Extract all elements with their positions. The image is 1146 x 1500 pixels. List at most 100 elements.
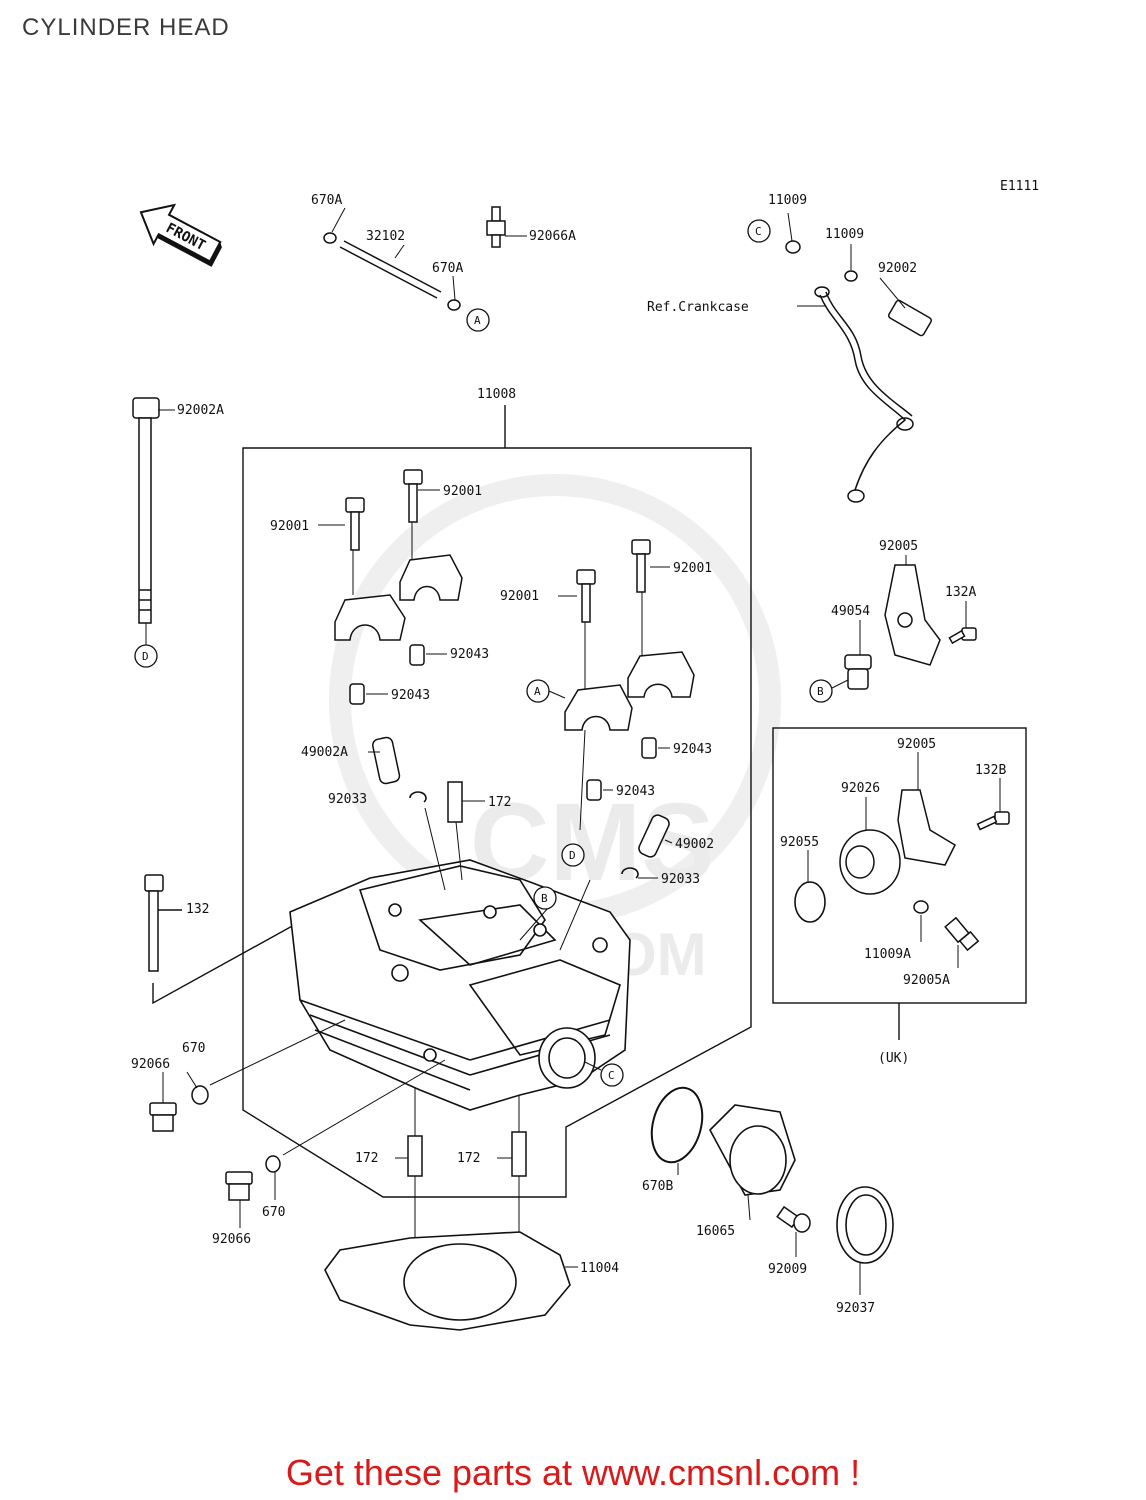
stud-172-top — [447, 781, 463, 823]
part-label: 92005 — [879, 539, 918, 554]
clip-92033-a — [409, 791, 427, 803]
part-label: 172 — [488, 795, 511, 810]
part-label: 11009A — [864, 947, 911, 962]
dowel-92043-d — [586, 779, 602, 801]
part-label: 11008 — [477, 387, 516, 402]
part-label: 92005 — [897, 737, 936, 752]
part-label: 92002A — [177, 403, 224, 418]
stud-172-right — [511, 1131, 527, 1177]
ref-c-top: C — [755, 225, 762, 238]
part-label: 92009 — [768, 1262, 807, 1277]
part-label: Ref.Crankcase — [647, 300, 749, 315]
fitting-92005A — [944, 916, 980, 952]
oring-670-lower — [265, 1155, 281, 1173]
oil-pipe-32102 — [323, 232, 461, 311]
part-label: 11009 — [768, 193, 807, 208]
part-label: 92033 — [661, 872, 700, 887]
part-label: 32102 — [366, 229, 405, 244]
part-label: 132A — [945, 585, 976, 600]
valve-guide-49002 — [638, 814, 670, 858]
part-label: 670B — [642, 1179, 673, 1194]
bolt-92001-d — [631, 539, 651, 593]
diagram-title: CYLINDER HEAD — [22, 14, 230, 41]
bolt-92002A — [132, 397, 160, 624]
cylinder-head — [289, 859, 631, 1111]
bolt-132B — [976, 811, 1010, 831]
part-label: 92043 — [391, 688, 430, 703]
figure-code: E1111 — [1000, 179, 1039, 194]
ref-b-right: B — [817, 685, 824, 698]
part-label: (UK) — [878, 1051, 909, 1066]
dowel-92043-a — [409, 644, 425, 666]
part-label: 92001 — [500, 589, 539, 604]
bolt-92001-a — [345, 497, 365, 551]
plug-92066-lower — [225, 1171, 253, 1201]
part-label: 172 — [457, 1151, 480, 1166]
part-label: 670 — [182, 1041, 205, 1056]
ref-d-mid: D — [569, 849, 576, 862]
washer-11009A — [913, 900, 929, 914]
part-label: 49054 — [831, 604, 870, 619]
adapter-92026 — [839, 829, 901, 895]
part-label: 92026 — [841, 781, 880, 796]
intake-holder-16065 — [709, 1104, 796, 1196]
plug-49054 — [844, 654, 872, 690]
cam-cap-left-rear — [399, 554, 463, 601]
head-gasket-11004 — [324, 1231, 571, 1331]
screw-92009 — [776, 1205, 811, 1233]
part-label: 92043 — [616, 784, 655, 799]
exploded-parts-diagram: CMS SNL.COM FRONT — [131, 179, 1039, 1331]
ref-a-mid: A — [534, 685, 541, 698]
stud-172-left — [407, 1135, 423, 1177]
bolt-132A — [948, 627, 977, 645]
ref-b-mid: B — [541, 892, 548, 905]
part-label: 49002A — [301, 745, 348, 760]
part-label: 92066 — [212, 1232, 251, 1247]
part-label: 92001 — [673, 561, 712, 576]
bolt-92001-b — [403, 469, 423, 523]
part-label: 670A — [432, 261, 463, 276]
part-label: 92001 — [270, 519, 309, 534]
part-label: 92043 — [673, 742, 712, 757]
part-label: 172 — [355, 1151, 378, 1166]
part-label: 92001 — [443, 484, 482, 499]
oring-670B — [650, 1086, 704, 1164]
oil-line-crankcase — [785, 240, 932, 503]
dowel-92043-b — [349, 683, 365, 705]
part-label: 92055 — [780, 835, 819, 850]
part-label: 92066 — [131, 1057, 170, 1072]
water-outlet-92005 — [884, 564, 941, 666]
part-label: 670A — [311, 193, 342, 208]
cam-cap-right-front — [564, 684, 633, 731]
cam-cap-right-rear — [627, 651, 695, 698]
part-label: 92043 — [450, 647, 489, 662]
part-label: 11004 — [580, 1261, 619, 1276]
assembly-frame-11008 — [242, 447, 752, 1198]
part-label: 92037 — [836, 1301, 875, 1316]
oring-92055 — [794, 881, 826, 923]
sensor-92066A — [486, 206, 506, 248]
part-label: 132 — [186, 902, 209, 917]
oring-670-upper — [191, 1085, 209, 1105]
part-label: 132B — [975, 763, 1006, 778]
part-label: 92005A — [903, 973, 950, 988]
ref-a-top: A — [474, 314, 481, 327]
bolt-92001-c — [576, 569, 596, 623]
front-arrow: FRONT — [139, 203, 222, 267]
ref-d-left: D — [142, 650, 149, 663]
water-outlet-92005-uk — [897, 789, 956, 866]
valve-guide-49002A — [372, 736, 401, 785]
part-label: 49002 — [675, 837, 714, 852]
plug-92066-upper — [149, 1102, 177, 1132]
part-label: 92002 — [878, 261, 917, 276]
clip-92033-b — [621, 867, 639, 879]
part-label: 11009 — [825, 227, 864, 242]
part-label: 92066A — [529, 229, 576, 244]
ref-c-mid: C — [608, 1069, 615, 1082]
cam-cap-left-front — [334, 594, 406, 641]
part-label: 92033 — [328, 792, 367, 807]
dowel-92043-c — [641, 737, 657, 759]
part-label: 670 — [262, 1205, 285, 1220]
part-label: 16065 — [696, 1224, 735, 1239]
cmsnl-link[interactable]: Get these parts at www.cmsnl.com ! — [285, 1452, 861, 1493]
